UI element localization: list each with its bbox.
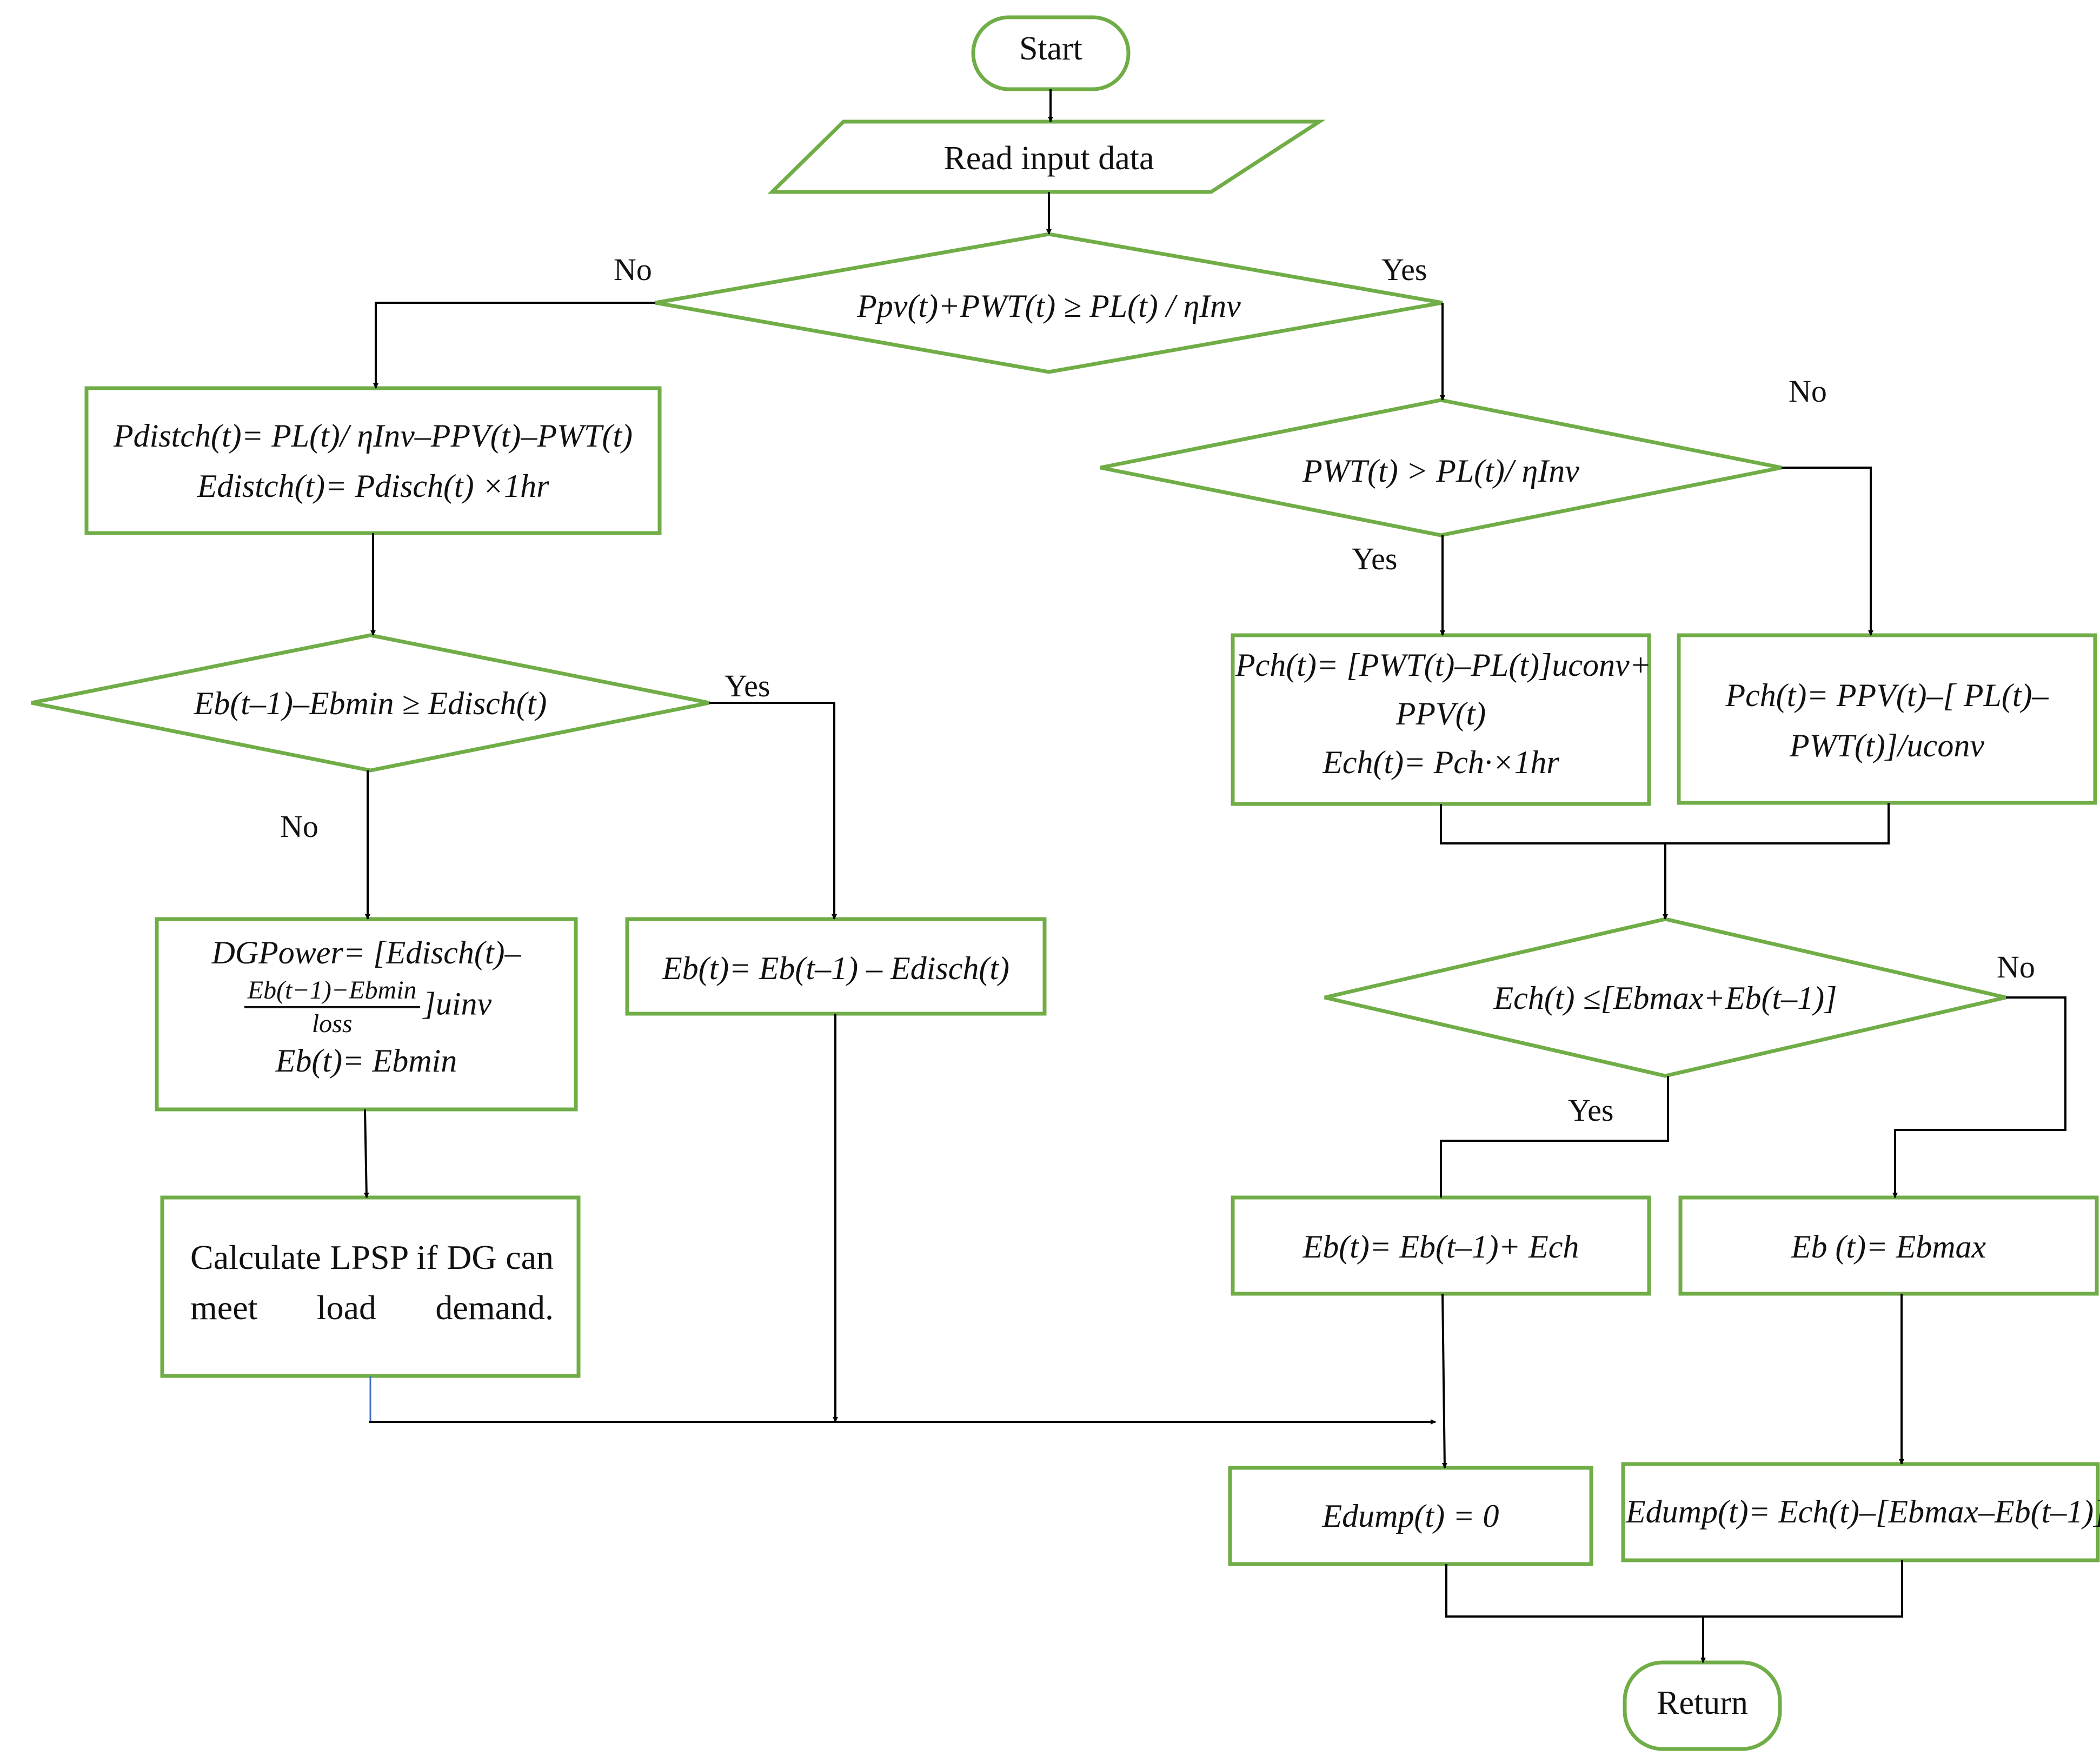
read-input-label: Read input data bbox=[943, 140, 1154, 177]
connectors bbox=[363, 89, 2066, 1663]
branch-no-2: No bbox=[1789, 374, 1827, 409]
charge-power-2-line-1: Pch(t)= PPV(t)–[ PL(t)– bbox=[1725, 677, 2049, 713]
calculate-lpsp-text: Calculate LPSP if DG can meet load deman… bbox=[190, 1238, 554, 1327]
charge-power-1-line-2: PPV(t) bbox=[1395, 696, 1486, 731]
charge-power-1-line-1: Pch(t)= [PWT(t)–PL(t)]uconv+ bbox=[1235, 647, 1652, 683]
dg-power-text: DGPower= [Edisch(t)– Eb(t−1)−Ebmin loss … bbox=[162, 931, 570, 1083]
dg-power-box bbox=[155, 917, 578, 1112]
charge-power-1-line-3: Ech(t)= Pch·×1hr bbox=[1323, 744, 1559, 780]
charge-power-box-2 bbox=[1677, 633, 2097, 805]
read-input-parallelogram bbox=[767, 119, 1326, 194]
discharge-power-box bbox=[84, 386, 662, 535]
dg-power-line-2: Eb(t)= Ebmin bbox=[275, 1043, 457, 1079]
decision-4-text: Ech(t) ≤[Ebmax+Eb(t–1)] bbox=[1493, 980, 1837, 1016]
dg-power-fraction: Eb(t−1)−Ebmin loss bbox=[244, 975, 420, 1039]
branch-yes-2: Yes bbox=[1352, 541, 1398, 576]
dg-fraction-tail: ]uinv bbox=[423, 986, 492, 1022]
calculate-lpsp-box bbox=[160, 1195, 581, 1378]
branch-yes-4: Yes bbox=[1568, 1093, 1614, 1128]
discharge-energy-line-2: Edistch(t)= Pdisch(t) ×1hr bbox=[197, 468, 549, 504]
battery-discharge-text: Eb(t)= Eb(t–1) – Edisch(t) bbox=[662, 950, 1009, 986]
charge-power-1-text: Pch(t)= [PWT(t)–PL(t)]uconv+ PPV(t) Ech(… bbox=[1235, 641, 1652, 787]
battery-discharge-box bbox=[625, 917, 1047, 1016]
charge-power-2-line-2: PWT(t)]/uconv bbox=[1790, 728, 1984, 763]
return-label: Return bbox=[1657, 1685, 1748, 1721]
decision-1-text: Ppv(t)+PWT(t) ≥ PL(t) / ηInv bbox=[857, 288, 1241, 324]
battery-max-box bbox=[1678, 1195, 2099, 1296]
branch-no-3: No bbox=[280, 809, 318, 844]
dump-energy-text: Edump(t)= Ech(t)–[Ebmax–Eb(t–1)] bbox=[1626, 1494, 2100, 1529]
dump-zero-box bbox=[1228, 1466, 1593, 1566]
battery-max-text: Eb (t)= Ebmax bbox=[1791, 1229, 1986, 1265]
dump-zero-text: Edump(t) = 0 bbox=[1322, 1498, 1499, 1534]
dg-power-line-1: DGPower= [Edisch(t)– bbox=[211, 935, 521, 970]
charge-power-2-text: Pch(t)= PPV(t)–[ PL(t)– PWT(t)]/uconv bbox=[1682, 670, 2092, 771]
dg-fraction-numerator: Eb(t−1)−Ebmin bbox=[244, 975, 420, 1008]
discharge-power-text: Pdistch(t)= PL(t)/ ηInv–PPV(t)–PWT(t) Ed… bbox=[92, 411, 654, 511]
dump-energy-box bbox=[1621, 1462, 2100, 1562]
start-label: Start bbox=[1019, 30, 1083, 67]
branch-no-1: No bbox=[614, 252, 652, 287]
discharge-power-line-1: Pdistch(t)= PL(t)/ ηInv–PPV(t)–PWT(t) bbox=[114, 418, 633, 454]
battery-charge-text: Eb(t)= Eb(t–1)+ Ech bbox=[1302, 1229, 1579, 1265]
branch-yes-1: Yes bbox=[1381, 252, 1427, 287]
charge-power-box-1 bbox=[1231, 633, 1651, 806]
branch-yes-3: Yes bbox=[725, 668, 770, 703]
battery-charge-box bbox=[1231, 1195, 1651, 1296]
decision-2-text: Eb(t–1)–Ebmin ≥ Edisch(t) bbox=[194, 686, 547, 721]
decision-3-text: PWT(t) > PL(t)/ ηInv bbox=[1302, 453, 1579, 489]
dg-power-fraction-line: Eb(t−1)−Ebmin loss ]uinv bbox=[162, 975, 570, 1039]
branch-no-4: No bbox=[1997, 949, 2035, 985]
dg-fraction-denominator: loss bbox=[311, 1009, 353, 1038]
